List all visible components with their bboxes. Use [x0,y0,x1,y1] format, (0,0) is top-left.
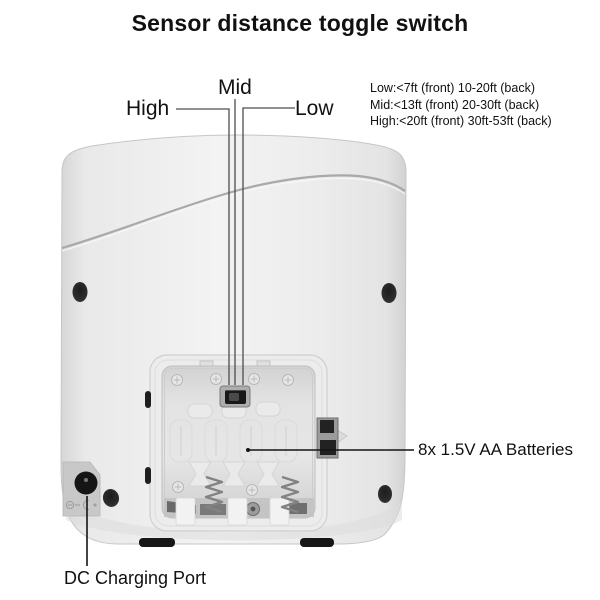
callout-dc-port: DC Charging Port [64,568,207,588]
screw-hole-bottom-left [102,489,120,507]
callout-low: Low [295,97,334,120]
battery-embossing [169,401,298,487]
range-legend: Low:<7ft (front) 10-20ft (back) Mid:<13f… [370,80,552,130]
range-legend-mid: Mid:<13ft (front) 20-30ft (back) [370,97,540,112]
page-title: Sensor distance toggle switch [131,10,469,36]
battery-contacts [164,497,314,526]
latch-notch [145,467,151,484]
dc-charging-port [74,471,98,495]
screw-boss-marks [171,373,294,496]
range-legend-low: Low:<7ft (front) 10-20ft (back) [370,81,536,95]
leader-lines [86,99,414,566]
rubber-foot [139,538,175,547]
screw-hole-top-right [381,283,397,303]
housing-seam-line [61,174,406,252]
range-legend-high: High:<20ft (front) 30ft-53ft (back) [370,114,552,128]
screw-hole-bottom-right [378,485,392,503]
callout-batteries: 8x 1.5V AA Batteries [418,440,573,459]
callout-high: High [126,97,170,120]
battery-compartment [145,354,348,532]
latch-notch [145,391,151,408]
rubber-foot [300,538,334,547]
battery-connector [316,417,348,459]
sensor-distance-toggle-switch [219,385,251,408]
screw-hole-top-left [72,282,88,302]
battery-springs [204,475,300,514]
low-leader-line [242,107,295,385]
dc-port-panel [62,461,101,517]
callout-mid: Mid [218,76,252,99]
high-leader-line [176,108,230,385]
